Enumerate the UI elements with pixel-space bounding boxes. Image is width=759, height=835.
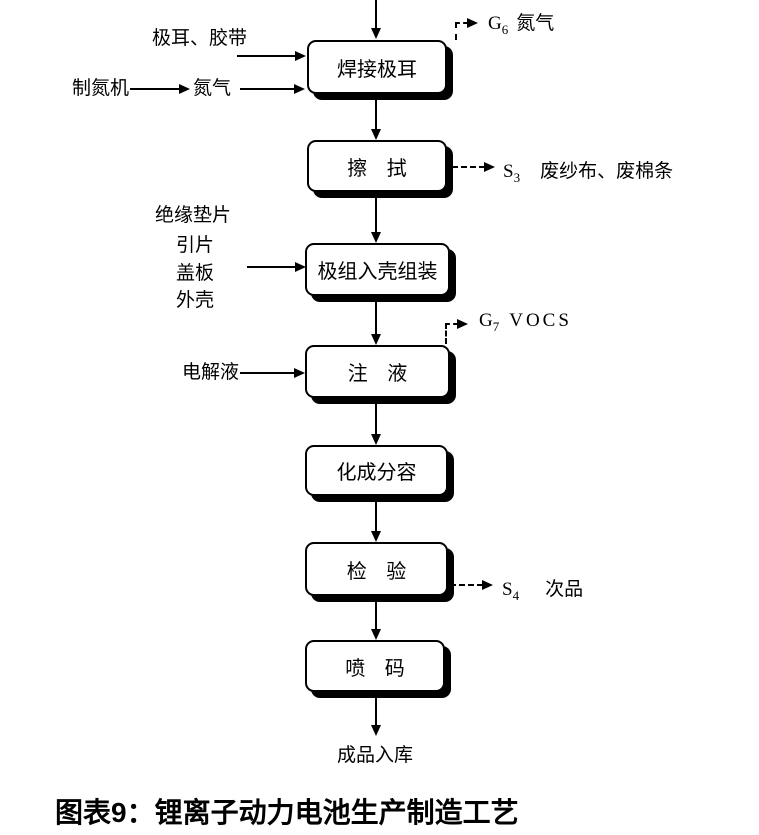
arrow-right-icon: [295, 51, 306, 61]
flow-line: [247, 266, 296, 268]
flow-line: [375, 296, 377, 334]
emission-line: [455, 22, 457, 40]
arrow-down-icon: [371, 334, 381, 345]
node-wipe: 擦 拭: [307, 140, 447, 192]
node-cell-case-assembly: 极组入壳组装: [305, 243, 450, 296]
emission-label: 氮气: [516, 13, 555, 34]
arrow-down-icon: [371, 232, 381, 243]
arrow-down-icon: [371, 725, 381, 736]
node-label: 检 验: [346, 560, 407, 583]
label-outer-shell: 外壳: [176, 290, 215, 311]
node-electrolyte-filling: 注 液: [305, 345, 450, 398]
emission-code: G: [488, 13, 502, 34]
arrow-right-icon: [294, 84, 305, 94]
emission-label: 次品: [545, 579, 584, 600]
label-nitrogen-generator: 制氮机: [72, 78, 130, 99]
emission-s3-waste-cloth: S3 废纱布、废棉条: [503, 156, 673, 186]
node-label: 焊接极耳: [337, 58, 417, 81]
arrow-down-icon: [371, 629, 381, 640]
emission-label: 废纱布、废棉条: [540, 161, 674, 182]
emission-s4-defective: S4 次品: [502, 574, 583, 604]
emission-code: S: [503, 161, 514, 182]
flow-line: [375, 692, 377, 725]
emission-subscript: 4: [512, 587, 520, 603]
label-electrolyte: 电解液: [182, 362, 240, 383]
flow-line: [375, 192, 377, 232]
flow-line: [375, 0, 377, 29]
label-finished-goods-storage: 成品入库: [337, 745, 414, 766]
label-nitrogen-gas: 氮气: [193, 78, 232, 99]
emission-line: [450, 584, 483, 586]
emission-code: S: [502, 579, 513, 600]
node-label: 极组入壳组装: [317, 261, 438, 283]
emission-subscript: 3: [513, 169, 521, 185]
flow-line: [375, 596, 377, 629]
arrow-right-icon: [467, 18, 478, 28]
label-insulating-gasket: 绝缘垫片: [155, 205, 232, 226]
emission-code: G: [479, 310, 493, 331]
diagram-caption: 图表9：锂离子动力电池生产制造工艺: [55, 797, 519, 828]
flow-line: [240, 88, 295, 90]
arrow-right-icon: [179, 84, 190, 94]
node-formation-grading: 化成分容: [305, 445, 448, 496]
arrow-right-icon: [482, 580, 493, 590]
arrow-down-icon: [371, 28, 381, 39]
flow-line: [237, 55, 296, 57]
arrow-right-icon: [457, 319, 468, 329]
arrow-right-icon: [484, 162, 495, 172]
emission-label: VOCS: [509, 310, 572, 331]
label-cover-plate: 盖板: [176, 263, 215, 284]
flow-line: [375, 496, 377, 531]
label-lead-tab: 引片: [176, 235, 215, 256]
emission-g6-nitrogen: G6 氮气: [488, 8, 554, 38]
emission-subscript: 6: [501, 21, 509, 37]
flow-line: [375, 398, 377, 434]
emission-line: [445, 323, 458, 325]
arrow-down-icon: [371, 531, 381, 542]
label-tab-tape: 极耳、胶带: [152, 28, 248, 49]
node-label: 化成分容: [336, 462, 417, 484]
node-label: 喷 码: [345, 657, 405, 680]
emission-line: [452, 166, 485, 168]
arrow-right-icon: [295, 262, 306, 272]
arrow-down-icon: [371, 129, 381, 140]
node-code-spraying: 喷 码: [305, 640, 445, 692]
arrow-down-icon: [371, 434, 381, 445]
emission-line: [455, 22, 468, 24]
emission-line: [445, 323, 447, 344]
flow-line: [130, 88, 180, 90]
node-weld-tabs: 焊接极耳: [307, 40, 447, 94]
emission-g7-vocs: G7 VOCS: [479, 310, 572, 335]
node-inspection: 检 验: [305, 542, 448, 596]
flow-line: [240, 372, 295, 374]
arrow-right-icon: [294, 368, 305, 378]
emission-subscript: 7: [492, 318, 500, 334]
node-label: 擦 拭: [347, 157, 407, 180]
flow-line: [375, 94, 377, 130]
node-label: 注 液: [347, 363, 408, 385]
